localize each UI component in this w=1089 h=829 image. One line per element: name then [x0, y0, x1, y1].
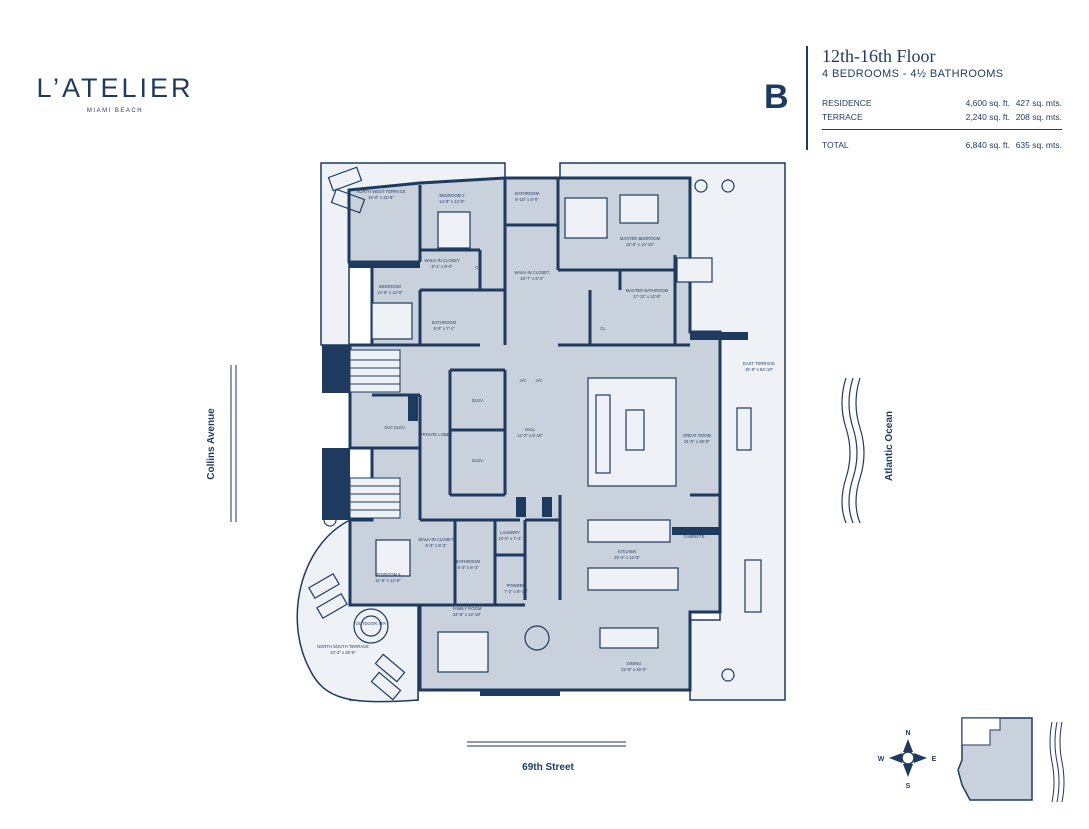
summary-label: TOTAL [822, 140, 849, 150]
street-collins-avenue: Collins Avenue [206, 408, 217, 480]
room-master-bedroom: MASTER BEDROOM [620, 236, 661, 241]
room-dim: 7'-2" x 8'-10" [504, 589, 528, 594]
room-dim: 6'-3" x 8'-3" [425, 543, 447, 548]
brand-name: L’ATELIER [36, 73, 194, 103]
room-dim: 24'-8" x 13'-10" [453, 612, 482, 617]
structural-columns [322, 262, 748, 696]
room-dim: 23'-3" x 28'-8" [330, 650, 356, 655]
compass-icon: N S E W [878, 730, 937, 790]
brand-subtitle: MIAMI BEACH [86, 108, 144, 114]
room-bedroom-4: BEDROOM 4 [375, 572, 401, 577]
room-walk-in-closet: WALK-IN CLOSET [514, 270, 550, 275]
room-ac: A/C [520, 378, 527, 383]
room-laundry: LAUNDRY [500, 530, 520, 535]
room-bedroom-2: BEDROOM 2 [439, 193, 465, 198]
room-bedroom: BEDROOM [379, 284, 401, 289]
room-dim: 17'-11" x 12'-8" [633, 294, 661, 299]
summary-sqm: 427 sq. mts. [1015, 98, 1062, 108]
room-dim: 22'-8" x 14'-10" [626, 242, 655, 247]
room-north-west-terrace: NORTH WEST TERRACE [356, 189, 405, 194]
summary-sqft: 4,600 sq. ft. [965, 98, 1010, 108]
room-north-south-terrace: NORTH SOUTH TERRACE [317, 644, 369, 649]
room-walk-in-closet: WALK-IN CLOSET [418, 537, 454, 542]
stair-south [349, 477, 401, 519]
collins-avenue-marker [230, 365, 237, 522]
street-69th: 69th Street [522, 762, 574, 773]
room-master-bathroom: MASTER BATHROOM [626, 288, 669, 293]
room-dim: 12'-8" x 12'-8" [377, 290, 403, 295]
room-dim: 11'-8" x 12'-8" [375, 578, 401, 583]
lounge-chairs [308, 166, 735, 701]
room-dim: 15'-8" x 84'-10" [745, 367, 774, 372]
room-bathroom: BATHROOM [456, 559, 480, 564]
room-ac: A/C [536, 378, 543, 383]
unit-letter: B [764, 78, 789, 116]
room-cabinets: CABINETS [684, 534, 705, 539]
room-hall: HALL [525, 427, 536, 432]
room-dim: 22'-8" x 15'-0" [621, 667, 647, 672]
room-dim: 8'-0" x 7'-1" [433, 326, 455, 331]
69th-street-marker [467, 741, 626, 747]
compass-w: W [878, 756, 885, 763]
room-dim: 8'-1" x 8'-0" [431, 264, 453, 269]
furniture [371, 194, 762, 673]
floor-title: 12th-16th Floor [822, 46, 936, 66]
room-dim: 16'-8" x 22'-8" [368, 195, 394, 200]
compass-e: E [932, 756, 937, 763]
summary-row-total: TOTAL 6,840 sq. ft. 635 sq. mts. [822, 140, 1062, 152]
key-plan [957, 717, 1065, 803]
room-labels: NORTH WEST TERRACE 16'-8" x 22'-8" BEDRO… [317, 189, 775, 672]
summary-divider [822, 129, 1062, 130]
room-elev: ELEV. [472, 398, 484, 403]
room-dim: 6'-3" x 8'-3" [457, 565, 479, 570]
room-family-room: FAMILY ROOM [453, 606, 482, 611]
room-dim: 10'-7" x 8'-2" [520, 276, 544, 281]
room-kitchen: KITCHEN [618, 549, 636, 554]
summary-row-terrace: TERRACE 2,240 sq. ft. 208 sq. mts. [822, 112, 1062, 124]
room-closet: CL [475, 265, 481, 270]
stair-north [349, 349, 401, 393]
room-private-lobby: PRIVATE LOBBY [420, 432, 453, 437]
room-east-terrace: EAST TERRACE [743, 361, 775, 366]
room-walk-in-closet: WALK-IN CLOSET [424, 258, 460, 263]
room-dim: 10'-5" x 7'-4" [498, 536, 522, 541]
room-dim: 14'-3" x 8'-10" [517, 433, 543, 438]
summary-sqm: 635 sq. mts. [1015, 140, 1062, 150]
room-dim: 6'-10" x 8'-0" [515, 197, 539, 202]
summary-sqm: 208 sq. mts. [1015, 112, 1062, 122]
brand-logo: L’ATELIER MIAMI BEACH [30, 73, 200, 114]
room-dim: 30'-4" x 13'-8" [614, 555, 640, 560]
room-bathroom: BATHROOM [515, 191, 539, 196]
room-svc-elev: SVC ELEV. [384, 425, 405, 430]
summary-sqft: 6,840 sq. ft. [965, 140, 1010, 150]
curved-terrace [296, 518, 419, 703]
room-closet: CL [600, 326, 606, 331]
compass-s: S [906, 783, 911, 790]
compass-n: N [905, 730, 910, 737]
summary-row-residence: RESIDENCE 4,600 sq. ft. 427 sq. mts. [822, 98, 1062, 110]
room-dim: 14'-8" x 12'-8" [439, 199, 465, 204]
ocean-waves [841, 377, 865, 524]
header-divider [806, 46, 808, 150]
room-great-room: GREAT ROOM [683, 433, 712, 438]
room-dining: DINING [627, 661, 642, 666]
interior-main [347, 176, 722, 692]
street-atlantic-ocean: Atlantic Ocean [884, 411, 895, 481]
room-outdoor-spa: OUTDOOR SPA [356, 621, 387, 626]
room-powder: POWDER [507, 583, 526, 588]
bedroom-count: 4 BEDROOMS - 4½ BATHROOMS [822, 68, 1004, 80]
summary-sqft: 2,240 sq. ft. [965, 112, 1010, 122]
summary-label: RESIDENCE [822, 98, 872, 108]
room-elev: ELEV. [472, 458, 484, 463]
room-bathroom: BATHROOM [432, 320, 456, 325]
summary-label: TERRACE [822, 112, 863, 122]
room-dim: 31'-5" x 28'-8" [684, 439, 710, 444]
